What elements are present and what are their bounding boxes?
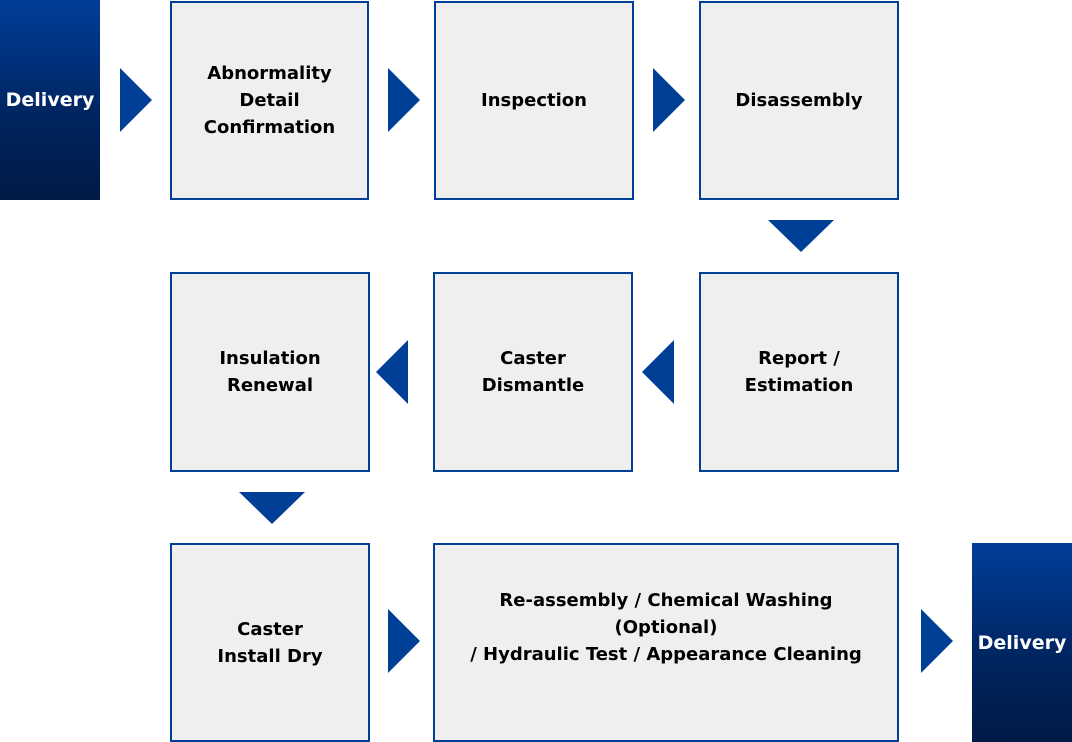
step-insulation-renewal: Insulation Renewal xyxy=(170,272,370,472)
arrow-left-icon xyxy=(376,340,408,404)
arrow-right-icon xyxy=(388,609,420,673)
step-label: Report / Estimation xyxy=(744,348,854,396)
delivery-end-block: Delivery xyxy=(972,543,1072,742)
step-caster-install-dry: Caster Install Dry xyxy=(170,543,370,742)
delivery-start-label: Delivery xyxy=(5,89,95,111)
arrow-right-icon xyxy=(921,609,953,673)
step-report-estimation: Report / Estimation xyxy=(699,272,899,472)
step-label: Inspection xyxy=(481,90,587,111)
step-label: Caster Install Dry xyxy=(217,618,323,667)
step-label: Re-assembly / Chemical Washing (Optional… xyxy=(470,590,862,665)
step-disassembly: Disassembly xyxy=(699,1,899,200)
arrow-down-icon xyxy=(239,492,305,524)
step-inspection: Inspection xyxy=(434,1,634,200)
step-label: Caster Dismantle xyxy=(481,348,585,396)
step-label: Insulation Renewal xyxy=(219,348,321,396)
arrow-right-icon xyxy=(653,68,685,132)
step-label: Disassembly xyxy=(735,90,863,111)
arrow-right-icon xyxy=(388,68,420,132)
step-abnormality-detail-confirmation: Abnormality Detail Confirmation xyxy=(170,1,369,200)
step-reassembly-washing-test-cleaning: Re-assembly / Chemical Washing (Optional… xyxy=(433,543,899,742)
arrow-right-icon xyxy=(120,68,152,132)
arrow-left-icon xyxy=(642,340,674,404)
delivery-end-label: Delivery xyxy=(977,631,1067,654)
arrow-down-icon xyxy=(768,220,834,252)
step-label: Abnormality Detail Confirmation xyxy=(203,63,336,138)
step-caster-dismantle: Caster Dismantle xyxy=(433,272,633,472)
delivery-start-block: Delivery xyxy=(0,0,100,200)
